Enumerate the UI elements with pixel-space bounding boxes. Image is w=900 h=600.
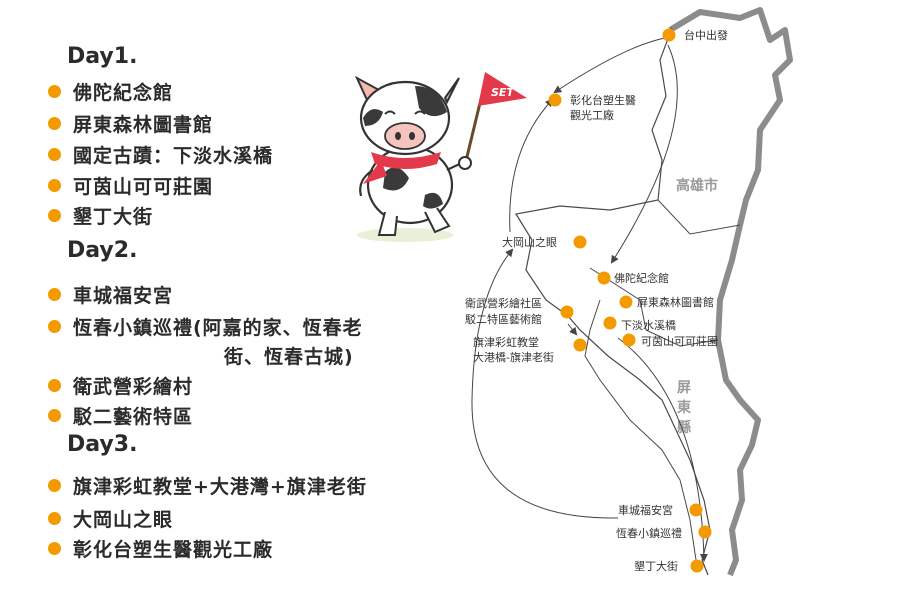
- svg-text:觀光工廠: 觀光工廠: [570, 108, 614, 122]
- list-item: 車城福安宮: [48, 281, 173, 308]
- label-taichung: 台中出發: [684, 28, 728, 42]
- route-arrow: [610, 44, 678, 264]
- label-weiwuying: 衛武營彩繪社區: [465, 296, 542, 310]
- list-item: 旗津彩虹教堂+大港灣+旗津老街: [48, 472, 367, 499]
- route-arrow: [471, 248, 619, 519]
- bullet-dot-icon: [48, 379, 61, 392]
- svg-text:駁二特區藝術館: 駁二特區藝術館: [465, 312, 542, 326]
- list-item: 佛陀紀念館: [48, 78, 173, 105]
- bullet-dot-icon: [48, 85, 61, 98]
- list-item: 恆春小鎮巡禮(阿嘉的家、恆春老: [48, 313, 363, 340]
- route-arrow: [553, 37, 666, 94]
- label-gangshan: 大岡山之眼: [502, 235, 557, 249]
- label-xiadan: 下淡水溪橋: [621, 318, 676, 332]
- label-kenting: 墾丁大街: [634, 559, 678, 573]
- route-arrow: [509, 98, 554, 233]
- list-item-continuation: 街、恆春古城): [224, 346, 354, 368]
- bullet-dot-icon: [48, 148, 61, 161]
- marker-weiwuying: [560, 305, 574, 319]
- marker-checheng: [689, 503, 703, 517]
- list-item: 衛武營彩繪村: [48, 372, 193, 399]
- marker-changhua: [548, 93, 562, 107]
- route-arrow: [567, 323, 578, 336]
- list-item: 彰化台塑生醫觀光工廠: [48, 535, 273, 562]
- coastline: [584, 299, 697, 561]
- marker-fo-guang: [597, 271, 611, 285]
- svg-text:大港橋-旗津老街: 大港橋-旗津老街: [473, 350, 554, 364]
- route-map: 高雄市 屏 東 縣 台中出發 彰化台塑生醫 觀光工廠 大岡山之眼 佛陀紀念館 屏…: [465, 7, 793, 577]
- label-changhua: 彰化台塑生醫: [570, 93, 636, 107]
- route-arrow: [617, 337, 708, 562]
- region-pingtung: 屏: [677, 380, 691, 396]
- bullet-dot-icon: [48, 512, 61, 525]
- cow-mascot-icon: SET: [354, 72, 527, 242]
- county-border-outline: [668, 7, 793, 577]
- district-outline-inner: [589, 199, 741, 347]
- list-item: 屏東森林圖書館: [48, 110, 213, 137]
- bullet-dot-icon: [48, 320, 61, 333]
- label-checheng: 車城福安宮: [618, 503, 673, 517]
- list-item: 可茵山可可莊園: [48, 172, 213, 199]
- bullet-dot-icon: [48, 209, 61, 222]
- marker-xiadan: [603, 316, 617, 330]
- marker-keyin: [622, 333, 636, 347]
- day2-title: Day2.: [67, 238, 138, 263]
- itinerary-list: Day1. 佛陀紀念館 屏東森林圖書館 國定古蹟：下淡水溪橋 可茵山可可莊園 墾…: [0, 0, 440, 600]
- marker-hengchun: [698, 525, 712, 539]
- flag-text: SET: [491, 86, 515, 99]
- svg-text:東: 東: [677, 399, 691, 416]
- day1-title: Day1.: [67, 44, 138, 69]
- marker-cijin: [573, 338, 587, 352]
- list-item: 大岡山之眼: [48, 505, 173, 532]
- marker-taichung: [662, 28, 676, 42]
- region-kaohsiung: 高雄市: [676, 177, 718, 194]
- bullet-dot-icon: [48, 542, 61, 555]
- marker-gangshan: [573, 235, 587, 249]
- label-keyin: 可茵山可可莊園: [641, 335, 718, 348]
- marker-forest-library: [619, 295, 633, 309]
- bullet-dot-icon: [48, 288, 61, 301]
- label-forest-library: 屏東森林圖書館: [637, 295, 714, 309]
- bullet-dot-icon: [48, 117, 61, 130]
- bullet-dot-icon: [48, 479, 61, 492]
- label-cijin: 旗津彩虹教堂: [473, 335, 539, 349]
- day3-title: Day3.: [67, 432, 138, 457]
- list-item: 墾丁大街: [48, 202, 153, 229]
- list-item: 國定古蹟：下淡水溪橋: [48, 141, 273, 168]
- bullet-dot-icon: [48, 409, 61, 422]
- marker-kenting: [690, 559, 704, 573]
- list-item: 駁二藝術特區: [48, 402, 193, 429]
- bullet-dot-icon: [48, 179, 61, 192]
- label-hengchun: 恆春小鎮巡禮: [616, 526, 682, 540]
- label-fo-guang: 佛陀紀念館: [614, 271, 669, 285]
